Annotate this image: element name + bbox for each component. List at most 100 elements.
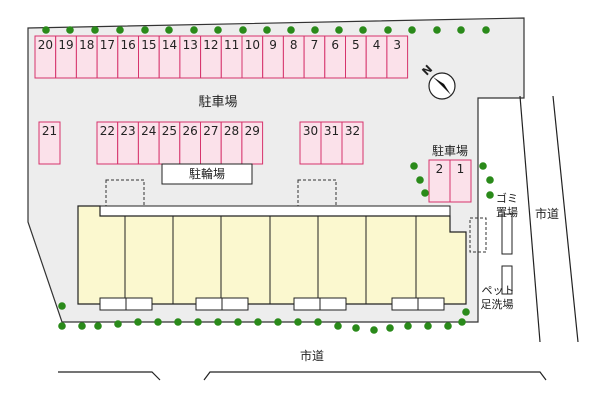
tree-icon bbox=[410, 162, 418, 170]
tree-icon bbox=[486, 191, 494, 199]
compass-north-icon: N bbox=[419, 62, 456, 100]
tree-icon bbox=[335, 26, 343, 34]
tree-icon bbox=[66, 26, 74, 34]
road-east-edge-1 bbox=[519, 95, 541, 343]
tree-icon bbox=[58, 322, 66, 330]
tree-icon bbox=[404, 322, 412, 330]
road-south-edge-1 bbox=[58, 371, 161, 381]
parking-space-number: 15 bbox=[141, 38, 156, 52]
parking-label: 駐車場 bbox=[198, 95, 237, 110]
tree-icon bbox=[433, 26, 441, 34]
tree-icon bbox=[58, 302, 66, 310]
tree-icon bbox=[482, 26, 490, 34]
parking-space-number: 23 bbox=[120, 124, 135, 138]
tree-icon bbox=[91, 26, 99, 34]
parking-space-number: 7 bbox=[311, 38, 319, 52]
tree-icon bbox=[116, 26, 124, 34]
parking-space-number: 30 bbox=[303, 124, 318, 138]
side-parking-label: 駐車場 bbox=[432, 143, 468, 158]
tree-icon bbox=[416, 176, 424, 184]
tree-icon bbox=[384, 26, 392, 34]
pet-wash-label-2: 足洗場 bbox=[481, 298, 514, 311]
tree-icon bbox=[214, 26, 222, 34]
tree-icon bbox=[174, 318, 182, 326]
tree-icon bbox=[457, 26, 465, 34]
parking-space-number: 4 bbox=[373, 38, 381, 52]
tree-icon bbox=[314, 318, 322, 326]
tree-icon bbox=[134, 318, 142, 326]
tree-icon bbox=[114, 320, 122, 328]
tree-icon bbox=[194, 318, 202, 326]
tree-icon bbox=[311, 26, 319, 34]
tree-icon bbox=[42, 26, 50, 34]
parking-space-1 bbox=[449, 159, 472, 203]
parking-space-number: 31 bbox=[324, 124, 339, 138]
garbage-area bbox=[501, 213, 513, 255]
parking-space-number: 18 bbox=[79, 38, 94, 52]
tree-icon bbox=[334, 322, 342, 330]
tree-icon bbox=[370, 326, 378, 334]
parking-space-number: 17 bbox=[100, 38, 115, 52]
parking-space-number: 5 bbox=[352, 38, 360, 52]
tree-icon bbox=[78, 322, 86, 330]
parking-space-number: 12 bbox=[203, 38, 218, 52]
tree-icon bbox=[190, 26, 198, 34]
tree-icon bbox=[444, 322, 452, 330]
parking-space-number: 20 bbox=[38, 38, 53, 52]
parking-space-number: 24 bbox=[141, 124, 156, 138]
tree-icon bbox=[263, 26, 271, 34]
parking-space-number: 13 bbox=[183, 38, 198, 52]
parking-space-number: 27 bbox=[203, 124, 218, 138]
tree-icon bbox=[359, 26, 367, 34]
tree-icon bbox=[94, 322, 102, 330]
tree-icon bbox=[239, 26, 247, 34]
road-south-label: 市道 bbox=[300, 348, 324, 363]
walkway bbox=[99, 205, 451, 217]
tree-icon bbox=[154, 318, 162, 326]
apartment-building bbox=[77, 205, 467, 305]
parking-space-number: 1 bbox=[457, 162, 465, 176]
parking-space-number: 14 bbox=[162, 38, 177, 52]
parking-space-3 bbox=[386, 35, 409, 79]
tree-icon bbox=[141, 26, 149, 34]
parking-space-number: 8 bbox=[290, 38, 298, 52]
tree-icon bbox=[274, 318, 282, 326]
pet-wash-label-1: ペット bbox=[482, 284, 515, 297]
bicycle-parking bbox=[161, 163, 253, 185]
parking-space-number: 6 bbox=[331, 38, 339, 52]
parking-space-number: 11 bbox=[224, 38, 239, 52]
tree-icon bbox=[165, 26, 173, 34]
tree-icon bbox=[462, 308, 470, 316]
parking-space-21 bbox=[38, 121, 61, 165]
parking-space-number: 21 bbox=[42, 124, 57, 138]
pet-wash-area bbox=[501, 265, 513, 295]
tree-icon bbox=[254, 318, 262, 326]
parking-space-number: 26 bbox=[183, 124, 198, 138]
trees bbox=[42, 26, 494, 334]
tree-icon bbox=[352, 324, 360, 332]
parking-middle-left: 21 bbox=[38, 121, 61, 165]
garbage-label-1: ゴミ bbox=[496, 191, 518, 205]
tree-icon bbox=[421, 189, 429, 197]
parking-space-number: 25 bbox=[162, 124, 177, 138]
tree-icon bbox=[486, 176, 494, 184]
tree-icon bbox=[479, 162, 487, 170]
parking-space-number: 9 bbox=[269, 38, 277, 52]
bicycle-parking-label: 駐輪場 bbox=[189, 166, 225, 181]
tree-icon bbox=[424, 322, 432, 330]
road-east-label: 市道 bbox=[535, 206, 559, 221]
tree-icon bbox=[214, 318, 222, 326]
tree-icon bbox=[386, 324, 394, 332]
garbage-label-2: 置場 bbox=[496, 206, 518, 219]
tree-icon bbox=[458, 318, 466, 326]
tree-icon bbox=[287, 26, 295, 34]
tree-icon bbox=[234, 318, 242, 326]
road-south-edge-2 bbox=[203, 371, 547, 381]
building-entrances bbox=[99, 297, 445, 311]
parking-space-number: 16 bbox=[121, 38, 136, 52]
